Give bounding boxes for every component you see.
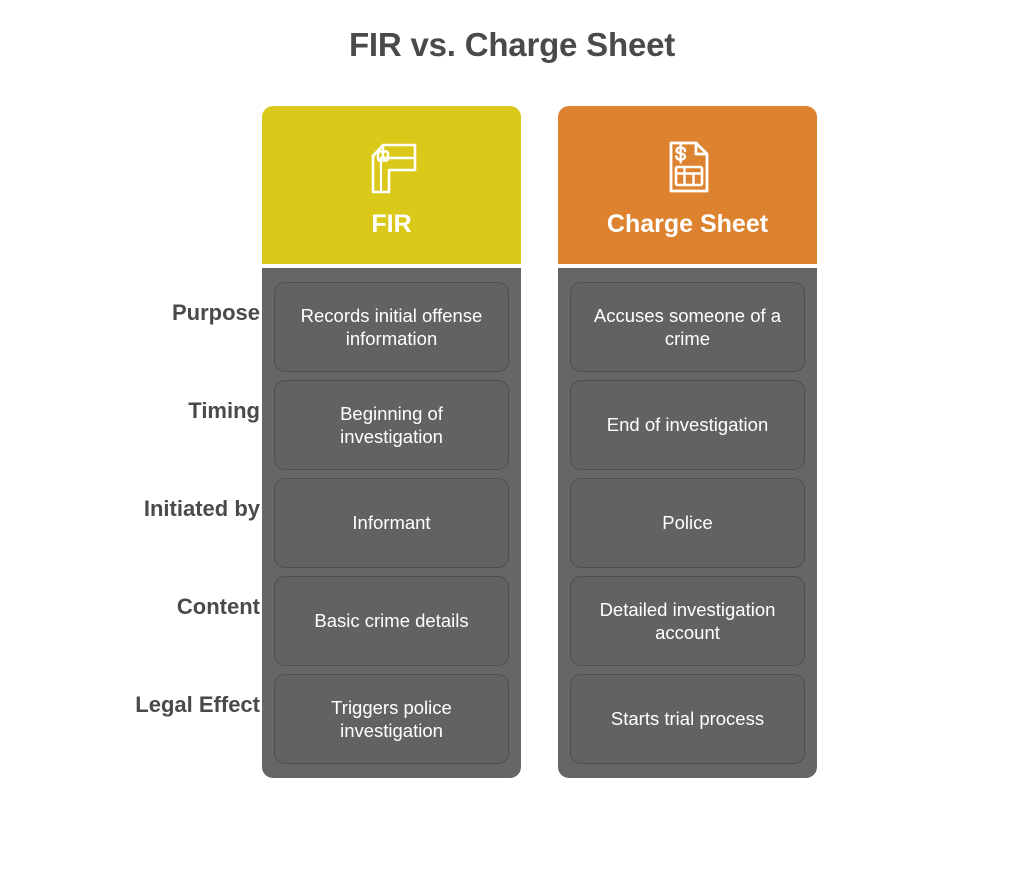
column-title-fir: FIR	[371, 210, 412, 238]
row-label-content: Content	[176, 594, 260, 619]
column-body-charge-sheet: Accuses someone of a crime End of invest…	[558, 268, 817, 778]
row-label-timing: Timing	[188, 398, 260, 423]
comparison-grid: Purpose Timing Initiated by Content Lega…	[0, 106, 1024, 778]
column-header-charge-sheet: Charge Sheet	[558, 106, 817, 264]
cell-charge-sheet-timing: End of investigation	[570, 380, 805, 470]
column-charge-sheet: Charge Sheet Accuses someone of a crime …	[558, 106, 817, 778]
cell-fir-content: Basic crime details	[274, 576, 509, 666]
column-title-charge-sheet: Charge Sheet	[606, 210, 769, 238]
cell-charge-sheet-content: Detailed investigation account	[570, 576, 805, 666]
row-gap	[0, 358, 262, 366]
cell-fir-purpose: Records initial offense information	[274, 282, 509, 372]
column-header-fir: FIR	[262, 106, 521, 264]
cell-fir-initiated-by: Informant	[274, 478, 509, 568]
row-label-initiated-by: Initiated by	[143, 496, 260, 521]
cell-fir-timing: Beginning of investigation	[274, 380, 509, 470]
row-gap	[0, 554, 262, 562]
row-gap	[0, 456, 262, 464]
row-label-legal-effect: Legal Effect	[135, 692, 260, 717]
row-label-purpose: Purpose	[171, 300, 260, 325]
cell-charge-sheet-legal-effect: Starts trial process	[570, 674, 805, 764]
invoice-document-icon	[655, 130, 721, 204]
page-title: FIR vs. Charge Sheet	[348, 26, 676, 63]
row-gap	[0, 652, 262, 660]
row-label-column: Purpose Timing Initiated by Content Lega…	[0, 106, 262, 750]
column-fir: FIR Records initial offense information …	[262, 106, 521, 778]
fir-monogram-icon	[359, 130, 425, 204]
cell-charge-sheet-initiated-by: Police	[570, 478, 805, 568]
column-body-fir: Records initial offense information Begi…	[262, 268, 521, 778]
cell-charge-sheet-purpose: Accuses someone of a crime	[570, 282, 805, 372]
cell-fir-legal-effect: Triggers police investigation	[274, 674, 509, 764]
